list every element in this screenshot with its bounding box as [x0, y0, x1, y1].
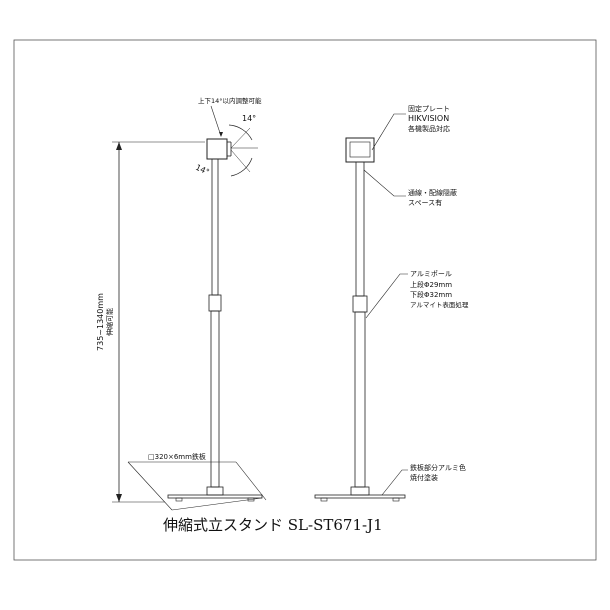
- right-pole-upper: [355, 161, 365, 297]
- left-base-plate: [167, 494, 263, 499]
- drawing-border: [13, 39, 597, 561]
- callout-wiring-line-2: スペース有: [408, 198, 442, 207]
- right-pole-lower: [354, 311, 366, 488]
- callout-base-line-1: 鉄板部分アルミ色: [410, 463, 466, 472]
- drawing-caption: 伸縮式立スタンド SL-ST671-J1: [163, 516, 383, 534]
- callout-pole-line-2: 上段Φ29mm: [410, 280, 452, 289]
- callout-bracket-line-2: HIKVISION: [408, 114, 449, 123]
- tilt-range-label: 上下14°以内調整可能: [198, 96, 262, 105]
- right-view: [314, 113, 408, 502]
- leader-base: [381, 469, 408, 496]
- callout-bracket-line-3: 各機製品対応: [408, 124, 450, 133]
- base-plate-dimension-line: [127, 461, 173, 511]
- height-range-label: 735~1340mm: [96, 293, 105, 351]
- leader-bracket: [371, 113, 406, 151]
- leader-wiring: [363, 169, 406, 197]
- left-pole-upper: [211, 158, 219, 296]
- base-plate-label: □320×6mm鉄板: [148, 452, 206, 461]
- callout-pole-line-1: アルミポール: [410, 270, 452, 278]
- angle-top-label: 14°: [242, 114, 256, 123]
- right-base-collar: [350, 486, 370, 496]
- tilt-arc-top: [228, 124, 253, 141]
- left-bracket: [206, 138, 228, 160]
- tilt-arc-bottom: [230, 157, 253, 177]
- left-view: [112, 105, 267, 511]
- callout-wiring-line-1: 通線・配線隠蔽: [408, 188, 457, 197]
- left-pole-joint: [208, 294, 222, 312]
- left-base-collar: [206, 486, 224, 496]
- right-pole-joint: [352, 295, 368, 313]
- height-note-label: 伸縮可能: [105, 308, 114, 336]
- leader-pole: [365, 273, 408, 319]
- left-pole-lower: [210, 310, 220, 488]
- callout-base-line-2: 焼付塗装: [410, 473, 438, 482]
- angle-bottom-label: 14°: [194, 163, 211, 177]
- callout-pole-line-3: 下段Φ32mm: [410, 290, 452, 299]
- callout-pole-line-4: アルマイト表面処理: [410, 300, 469, 309]
- callout-bracket-line-1: 固定プレート: [408, 104, 450, 113]
- right-base-plate: [314, 494, 406, 499]
